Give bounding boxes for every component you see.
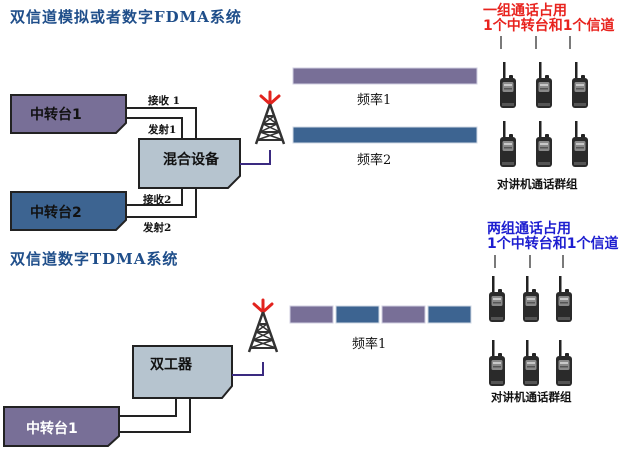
fdma-repeater-1-label: 中转台1 bbox=[30, 107, 82, 123]
tdma-feed-line bbox=[232, 362, 264, 376]
tdma-wire-b bbox=[120, 398, 191, 433]
tdma-freq1-label: 频率1 bbox=[352, 337, 387, 352]
fdma-freq2-bar bbox=[292, 126, 478, 144]
tdma-slot-1b bbox=[381, 305, 426, 324]
wire-tx2 bbox=[126, 188, 197, 218]
tdma-note-line1: 两组通话占用 bbox=[487, 221, 571, 237]
wire-rx1 bbox=[126, 107, 197, 140]
fdma-note-line1: 一组通话占用 bbox=[483, 3, 567, 19]
rx1-label: 接收 1 bbox=[148, 95, 180, 107]
fdma-freq1-label: 频率1 bbox=[357, 93, 392, 108]
fdma-repeater-2-label: 中转台2 bbox=[30, 205, 82, 221]
rx2-label: 接收2 bbox=[143, 194, 172, 206]
combiner-label: 混合设备 bbox=[163, 152, 219, 168]
tdma-title: 双信道数字TDMA系统 bbox=[10, 250, 179, 268]
fdma-freq1-bar bbox=[292, 67, 478, 85]
tdma-slot-1a bbox=[289, 305, 334, 324]
fdma-title: 双信道模拟或者数字FDMA系统 bbox=[10, 8, 242, 26]
radio-icon bbox=[500, 121, 516, 167]
wire-rx2 bbox=[126, 188, 183, 206]
tdma-note-line2: 1个中转台和1个信道 bbox=[487, 236, 619, 252]
fdma-freq2-label: 频率2 bbox=[357, 153, 392, 168]
duplexer-label: 双工器 bbox=[150, 357, 192, 373]
radio-icon bbox=[536, 62, 552, 108]
tdma-repeater-1-box bbox=[3, 406, 120, 447]
radio-icon bbox=[556, 340, 572, 386]
tx1-label: 发射1 bbox=[148, 124, 177, 136]
tdma-group-label: 对讲机通话群组 bbox=[491, 390, 572, 404]
fdma-feed-line bbox=[240, 150, 271, 165]
tdma-slot-2a bbox=[335, 305, 380, 324]
radio-icon bbox=[489, 340, 505, 386]
fdma-note-line2: 1个中转台和1个信道 bbox=[483, 18, 615, 34]
radio-icon bbox=[572, 121, 588, 167]
tdma-wire-a bbox=[120, 398, 177, 417]
wire-tx1 bbox=[126, 117, 183, 140]
radio-icon bbox=[536, 121, 552, 167]
duplexer-box bbox=[132, 345, 233, 399]
tdma-note-ticks bbox=[494, 255, 564, 268]
combiner-box bbox=[138, 138, 241, 189]
radio-icon bbox=[489, 276, 505, 322]
radio-icon bbox=[500, 62, 516, 108]
tdma-tower-icon bbox=[247, 298, 279, 354]
tdma-repeater-1-label: 中转台1 bbox=[26, 421, 78, 437]
radio-icon bbox=[523, 340, 539, 386]
fdma-repeater-1-box bbox=[10, 94, 127, 134]
fdma-radio-group bbox=[500, 62, 588, 167]
tx2-label: 发射2 bbox=[143, 222, 172, 234]
radio-icon bbox=[556, 276, 572, 322]
fdma-tower-icon bbox=[254, 90, 286, 146]
tdma-radio-group bbox=[489, 276, 572, 386]
tdma-slot-2b bbox=[427, 305, 472, 324]
radio-icon bbox=[572, 62, 588, 108]
fdma-note-ticks bbox=[500, 36, 571, 49]
radio-icon bbox=[523, 276, 539, 322]
fdma-group-label: 对讲机通话群组 bbox=[497, 177, 578, 191]
fdma-repeater-2-box bbox=[10, 191, 127, 231]
